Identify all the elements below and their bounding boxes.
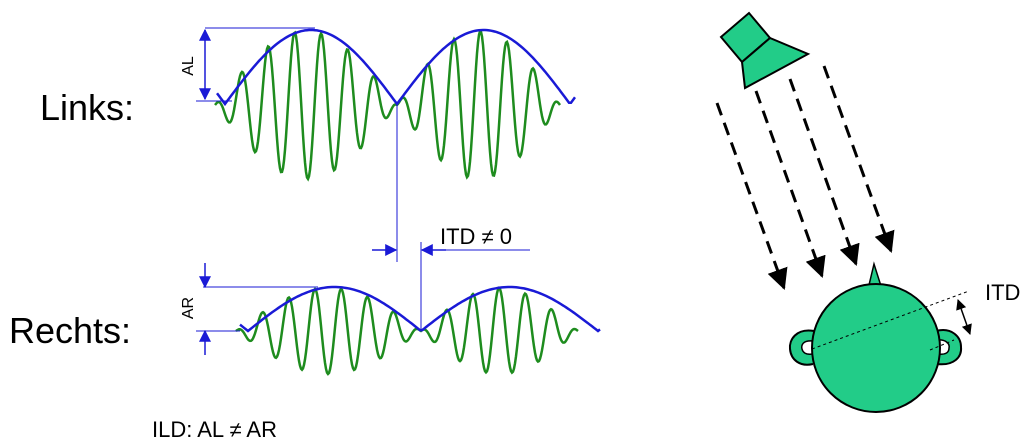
left-panel: AL AR ITD ≠ 0 Links: Rechts: ILD: AL ≠ A… [9,27,601,442]
links-waveform [214,28,577,182]
itd-label: ITD [985,280,1020,305]
links-envelope [215,28,577,107]
ild-label: ILD: AL ≠ AR [152,417,277,441]
al-dimension: AL [180,27,315,102]
left-ear [788,329,815,366]
itd-markers: ITD ≠ 0 [372,105,530,330]
rechts-carrier-wave [235,286,579,376]
rechts-label: Rechts: [9,310,131,351]
arrow-icon [715,102,788,290]
ar-dimension: AR [180,263,318,355]
itd-neq-label: ITD ≠ 0 [440,224,512,249]
head-icon [788,261,970,413]
sound-rays [715,65,895,290]
arrow-icon [822,65,895,253]
speaker-icon [719,11,811,90]
arrow-icon [754,90,826,278]
links-label: Links: [40,87,134,128]
arrow-icon [788,78,860,266]
links-carrier-wave [214,29,562,182]
rechts-envelope [239,285,601,333]
al-label: AL [180,56,197,76]
rechts-waveform [235,285,601,376]
itd-arrow: ITD [956,280,1020,335]
ar-label: AR [180,297,197,319]
right-panel: ITD [715,11,1020,413]
